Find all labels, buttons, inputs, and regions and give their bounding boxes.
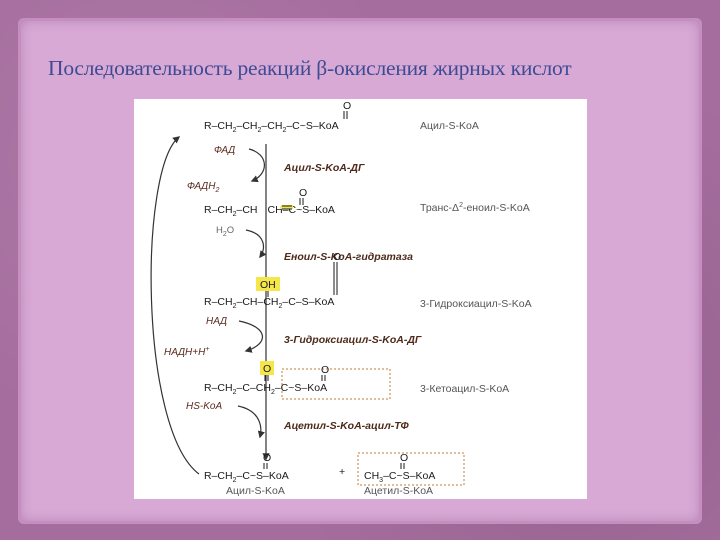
product2-name: Ацетил-S-KoA xyxy=(364,485,433,497)
step1-carbonyl-o: O xyxy=(343,100,351,112)
step3-carbonyl-o: O xyxy=(333,251,341,263)
plus-sign: + xyxy=(339,466,345,478)
beta-oxidation-diagram: O R–CH2–CH2–CH2–C~S–KoA Ацил-S-KoA ФАД Ф… xyxy=(134,99,587,499)
enzyme-enoyl-coa-hydratase: Еноил-S-KoA-гидратаза xyxy=(284,251,413,263)
product1-carbonyl-o: O xyxy=(263,452,271,464)
cofactor-fad: ФАД xyxy=(214,145,235,156)
enzyme-acetyl-coa-acyltransferase: Ацетил-S-KoA-ацил-ТФ xyxy=(283,420,409,432)
acetyl-product-box xyxy=(357,452,465,486)
keto-o-highlight xyxy=(260,361,274,375)
cofactor-nadh: НАДН+Н+ xyxy=(164,346,209,358)
enzyme-acyl-coa-dehydrogenase: Ацил-S-KoA-ДГ xyxy=(283,162,365,174)
fad-curve-arrow xyxy=(248,148,265,183)
step2-name: Транс-Δ2-еноил-S-KoA xyxy=(420,202,530,214)
double-bond-highlight xyxy=(281,205,293,209)
cofactor-h2o: H2O xyxy=(216,225,234,238)
product2-formula: CH3–C~S–KoA xyxy=(364,470,435,484)
slide-title: Последовательность реакций β-окисления ж… xyxy=(48,56,572,80)
hscoa-curve-arrow xyxy=(237,405,265,439)
step1-name: Ацил-S-KoA xyxy=(420,120,479,132)
step4-carbonyl-o2: O xyxy=(321,364,329,376)
cycle-return-arrow xyxy=(150,136,200,475)
product1-formula: R–CH2–C~S–KoA xyxy=(204,470,289,484)
step1-formula: R–CH2–CH2–CH2–C~S–KoA xyxy=(204,120,339,134)
step3-hydroxyacyl-scoa: OH O R–CH2–CH–CH2–C–S–KoA 3-Гидроксиацил… xyxy=(204,251,532,310)
acetyl-part-box xyxy=(281,368,391,400)
step4-name: 3-Кетоацил-S-KoA xyxy=(420,383,509,395)
cofactor-nad: НАД xyxy=(206,316,227,327)
nad-curve-arrow xyxy=(238,320,264,353)
step1-acyl-scoa: O R–CH2–CH2–CH2–C~S–KoA Ацил-S-KoA xyxy=(204,100,479,134)
product-acyl-scoa: O R–CH2–C~S–KoA Ацил-S-KoA xyxy=(204,452,289,497)
cofactor-fadh2: ФАДН2 xyxy=(187,181,219,194)
step4-ketoacyl-scoa: O O R–CH2–C–CH2–C~S–KoA 3-Кетоацил-S-KoA xyxy=(204,361,509,400)
step2-carbonyl-o: O xyxy=(299,187,307,199)
product1-name: Ацил-S-KoA xyxy=(226,485,285,497)
product-acetyl-scoa: O CH3–C~S–KoA Ацетил-S-KoA xyxy=(357,452,465,497)
cofactor-hscoa: HS-KoA xyxy=(186,401,222,412)
step4-formula: R–CH2–C–CH2–C~S–KoA xyxy=(204,382,327,396)
diagram-canvas: O R–CH2–CH2–CH2–C~S–KoA Ацил-S-KoA ФАД Ф… xyxy=(150,100,532,497)
step3-formula: R–CH2–CH–CH2–C–S–KoA xyxy=(204,296,334,310)
oh-highlight xyxy=(256,277,280,291)
product2-carbonyl-o: O xyxy=(400,452,408,464)
enzyme-hydroxyacyl-coa-dehydrogenase: 3-Гидроксиацил-S-KoA-ДГ xyxy=(284,334,422,346)
step4-carbonyl-o1: O xyxy=(263,363,271,375)
step3-oh: OH xyxy=(260,279,276,291)
step3-name: 3-Гидроксиацил-S-KoA xyxy=(420,298,532,310)
h2o-curve-arrow xyxy=(245,229,267,259)
